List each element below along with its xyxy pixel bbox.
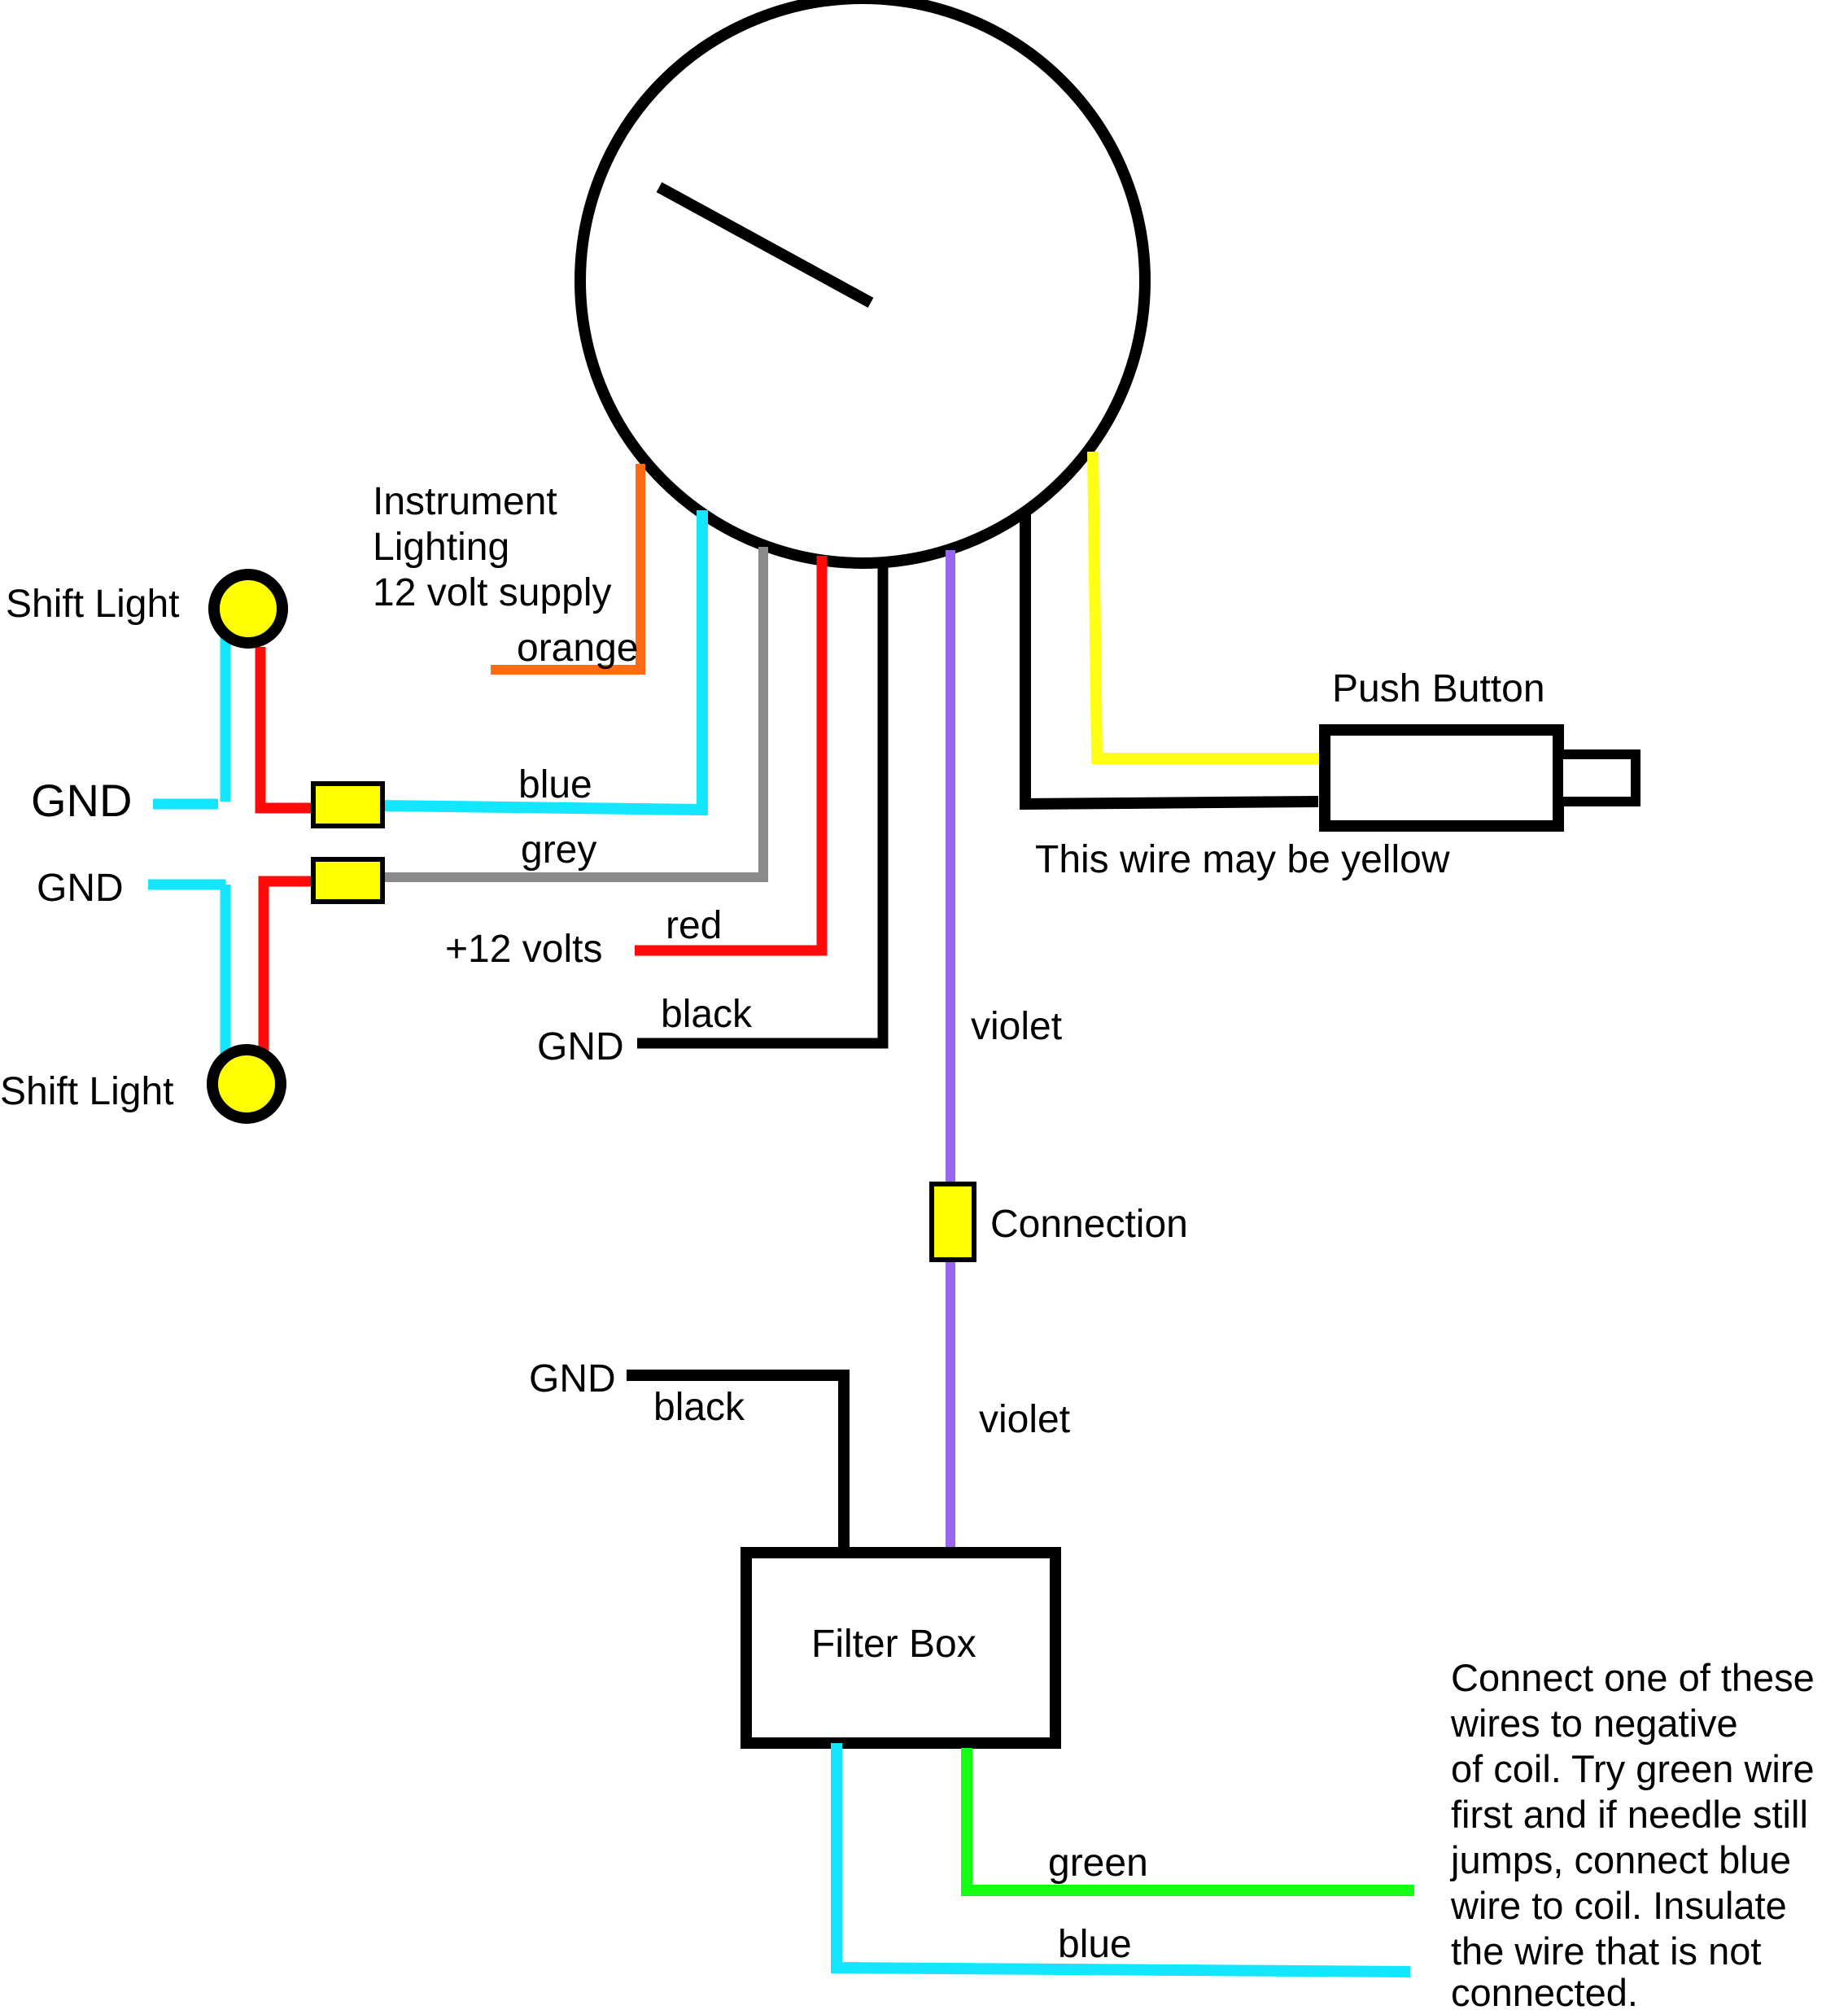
shift-light-bottom-label: Shift Light xyxy=(0,1070,173,1113)
coil-note-line-5: jumps, connect blue xyxy=(1449,1838,1791,1881)
gnd-top-label: GND xyxy=(31,775,132,826)
gauge-needle xyxy=(656,181,874,308)
grey-label: grey xyxy=(521,828,596,872)
orange-wire xyxy=(491,464,645,675)
shift-light-top-label: Shift Light xyxy=(6,583,179,626)
inline-connection xyxy=(929,1182,976,1262)
yellow-note-label: This wire may be yellow xyxy=(1035,838,1450,881)
shift-light-top-connector xyxy=(311,781,385,828)
instrument-lighting-line-1: Instrument xyxy=(373,480,557,523)
blue-bottom-label: blue xyxy=(1058,1923,1132,1966)
connection-label: Connection xyxy=(990,1203,1188,1246)
filter-gnd-black-wire xyxy=(627,1370,850,1553)
shift-light-bottom-connector xyxy=(311,857,385,904)
violet-top-label: violet xyxy=(971,1005,1062,1048)
blue-top-label: blue xyxy=(518,763,592,806)
gnd-filter-label: GND xyxy=(529,1357,616,1400)
plus12-label: +12 volts xyxy=(445,928,602,971)
shift-light-top-red-lead xyxy=(255,647,313,814)
yellow-button-wire xyxy=(1087,451,1322,764)
violet-bottom-label: violet xyxy=(979,1398,1070,1441)
filter-blue-wire xyxy=(831,1743,1411,1977)
black-gnd-wire xyxy=(637,560,889,1049)
shift-light-top-lamp xyxy=(208,569,288,649)
push-button-plunger xyxy=(1553,749,1640,806)
black-filter-label: black xyxy=(653,1386,745,1429)
coil-note-line-6: wire to coil. Insulate xyxy=(1450,1884,1787,1927)
coil-note-line-4: first and if needle still xyxy=(1451,1793,1808,1836)
black-button-wire xyxy=(1020,509,1319,811)
filter-green-wire xyxy=(961,1748,1414,1896)
push-button-body xyxy=(1319,724,1564,832)
push-button-label: Push Button xyxy=(1332,667,1545,710)
gnd-mid-label: GND xyxy=(37,867,124,910)
coil-note-line-3: of coil. Try green wire xyxy=(1451,1747,1815,1790)
coil-note-line-2: wires to negative xyxy=(1450,1702,1738,1745)
green-label: green xyxy=(1048,1842,1148,1885)
instrument-lighting-line-2: Lighting xyxy=(373,526,509,569)
blue-wire-gauge xyxy=(378,510,708,816)
filter-box-label: Filter Box xyxy=(811,1623,976,1666)
coil-note-line-1: Connect one of these xyxy=(1451,1656,1815,1699)
gnd-black-label: GND xyxy=(537,1025,624,1068)
shift-light-bottom-lamp xyxy=(207,1044,286,1124)
red-wire-12v xyxy=(635,556,828,956)
filter-box xyxy=(741,1547,1061,1749)
black-top-label: black xyxy=(661,993,753,1036)
instrument-lighting-line-3: 12 volt supply xyxy=(373,571,612,614)
coil-note-line-8: connected. xyxy=(1451,1971,1638,2010)
shift-light-bottom-red-lead xyxy=(258,876,313,1051)
grey-wire xyxy=(382,547,768,882)
orange-label: orange xyxy=(517,627,638,670)
tachometer-gauge xyxy=(574,0,1151,569)
red-label: red xyxy=(666,904,722,947)
coil-note-line-7: the wire that is not xyxy=(1451,1929,1761,1973)
